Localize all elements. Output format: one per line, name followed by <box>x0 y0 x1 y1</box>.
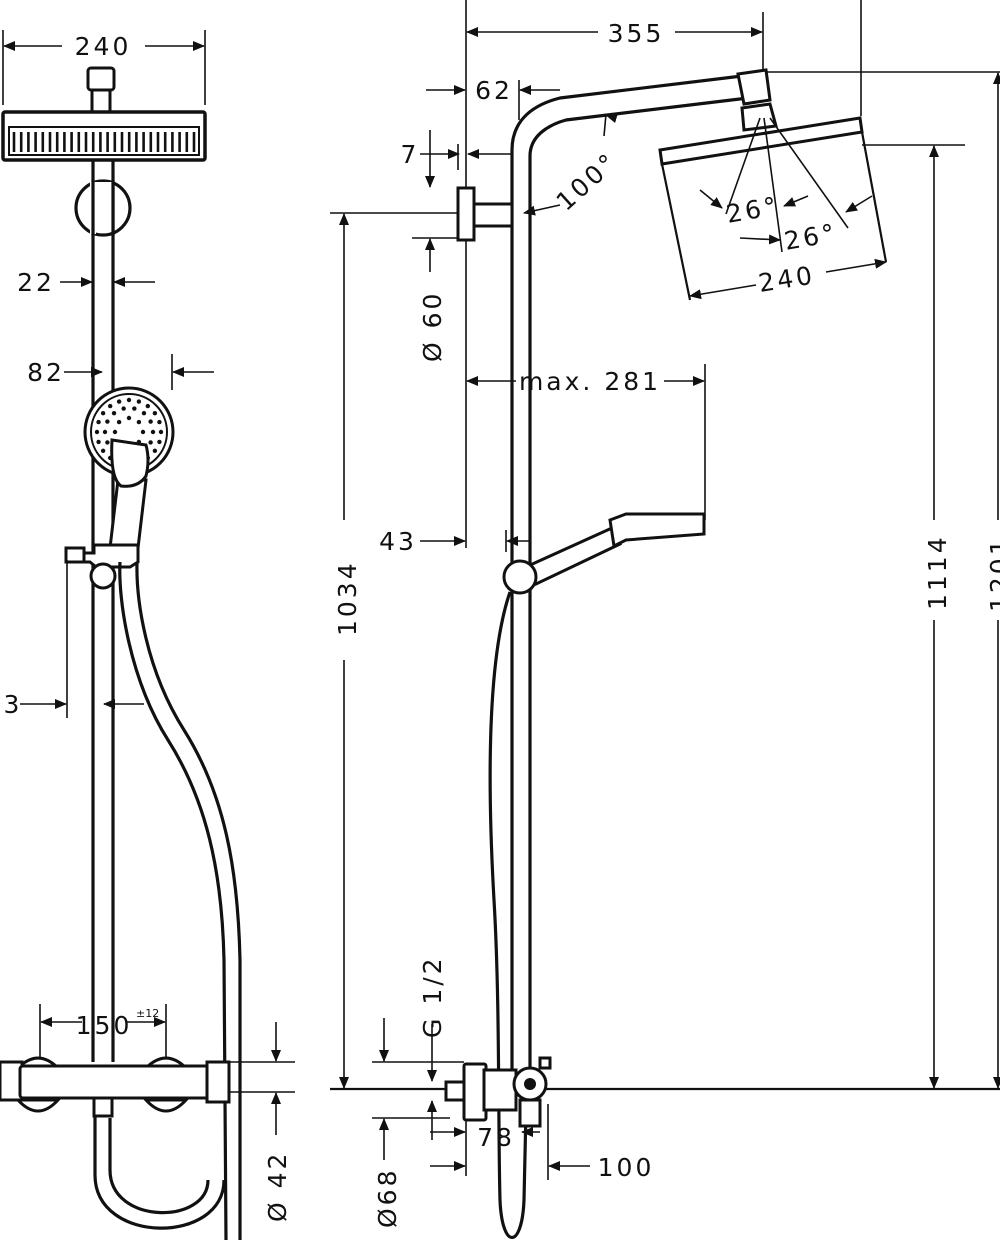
hand-shower-front <box>83 386 175 550</box>
overhead-shower-side: 26° 26° 240 <box>658 102 888 301</box>
dim-side-height-bracket: 1034 <box>333 560 362 636</box>
dim-side-height-total: 1201 <box>985 536 1000 612</box>
dim-side-escutcheon-dia: Ø68 <box>373 1168 402 1229</box>
thermostat-mixer-side: G 1/2 Ø68 78 100 <box>372 955 655 1229</box>
dim-side-valve-depth: 100 <box>598 1153 655 1182</box>
dim-side-outlet: 78 <box>477 1123 515 1152</box>
dim-front-mixer-dia: Ø 42 <box>263 1151 292 1222</box>
dim-front-centers-tol: ±12 <box>136 1007 159 1020</box>
dim-side-bracket-dia: Ø 60 <box>418 291 447 362</box>
dim-side-height-head: 1114 <box>923 534 952 610</box>
front-view: 240 22 82 <box>0 30 295 1241</box>
thermostat-mixer-front: 150 ±12 Ø 42 <box>0 1004 295 1222</box>
dim-side-rail-offset: 43 <box>379 527 417 556</box>
dim-side-bracket-offset: 7 <box>401 140 420 169</box>
side-view: 355 62 7 100° Ø 60 <box>330 0 1000 1239</box>
dim-side-tilt-b: 26° <box>782 218 840 256</box>
dim-side-depth: 355 <box>608 19 665 48</box>
hand-shower-side <box>502 512 706 595</box>
dim-front-rod-dia: 22 <box>17 268 55 297</box>
dim-side-max-reach: max. 281 <box>519 367 661 396</box>
overhead-shower-front <box>1 66 207 162</box>
dim-side-head-width: 240 <box>756 260 817 298</box>
dim-front-centers: 150 <box>76 1011 133 1040</box>
dim-front-width-top: 240 <box>75 32 132 61</box>
dim-front-wall-offset: 3 <box>4 690 23 719</box>
dim-front-handshower: 82 <box>27 358 65 387</box>
dim-side-arm-offset: 62 <box>475 76 513 105</box>
dim-side-angle: 100° <box>551 147 624 217</box>
